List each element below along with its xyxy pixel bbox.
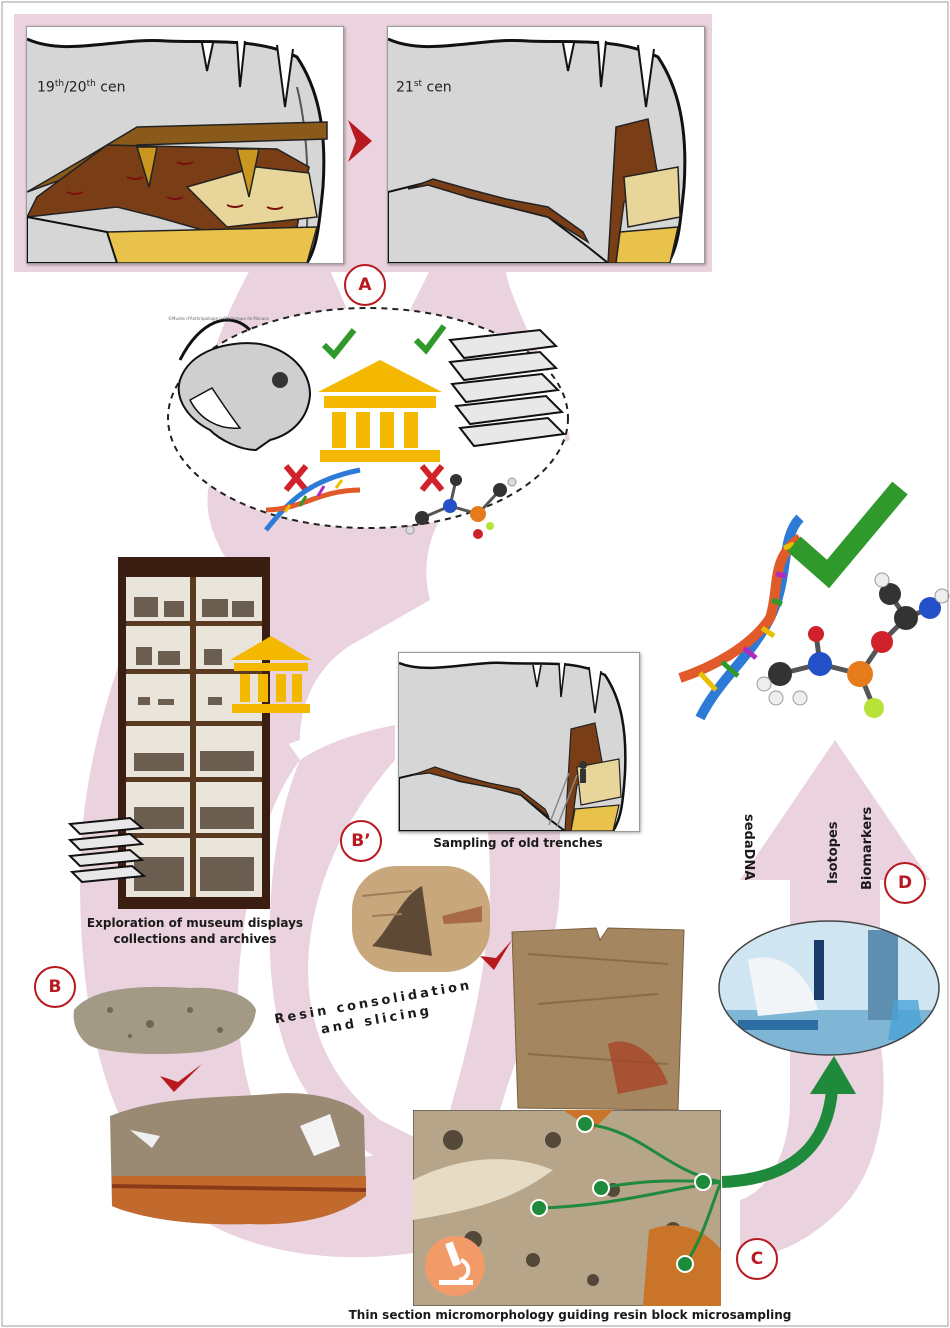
books-icon xyxy=(450,330,564,446)
dna-icon xyxy=(680,518,800,718)
cave-section-drawing xyxy=(27,27,343,263)
isotopes-label: Isotopes xyxy=(826,821,841,884)
museum-icon xyxy=(228,632,314,720)
sedadna-label: sedaDNA xyxy=(741,814,756,880)
resin-block-slice xyxy=(508,924,688,1114)
cave-panel-21st: 21st cen xyxy=(387,26,705,264)
marker-b-prime: B’ xyxy=(340,820,382,862)
check-icon xyxy=(794,488,900,574)
era-label-21st: 21st cen xyxy=(396,79,452,96)
thin-section-micrograph xyxy=(413,1110,721,1306)
sediment-sample-photo xyxy=(70,980,260,1058)
resin-block-photo xyxy=(100,1086,372,1230)
books-icon xyxy=(66,814,146,888)
cave-sampling-drawing xyxy=(399,653,639,831)
marker-d: D xyxy=(884,862,926,904)
cave-panel-19th-20th: 19th/20th cen xyxy=(26,26,344,264)
thin-section-label: Thin section micromorphology guiding res… xyxy=(270,1308,870,1322)
laboratory-photo xyxy=(718,920,940,1056)
museum-credit: ©Musée d'Anthropologie préhistorique de … xyxy=(168,316,269,321)
museum-knowledge-ellipse xyxy=(160,300,580,540)
exploration-label: Exploration of museum displays collectio… xyxy=(50,915,340,947)
chevron-right-icon xyxy=(346,118,374,164)
biomarkers-label: Biomarkers xyxy=(860,807,875,890)
cave-section-drawing-excavated xyxy=(388,27,704,263)
dna-molecule-success xyxy=(660,478,950,748)
cave-panel-sampling xyxy=(398,652,640,832)
era-label-19th-20th: 19th/20th cen xyxy=(37,79,125,96)
sampling-label: Sampling of old trenches xyxy=(398,836,638,850)
sampling-arrow xyxy=(714,1050,864,1200)
molecule-icon xyxy=(757,573,949,718)
trench-sampling-photo xyxy=(352,866,490,972)
marker-c: C xyxy=(736,1238,778,1280)
